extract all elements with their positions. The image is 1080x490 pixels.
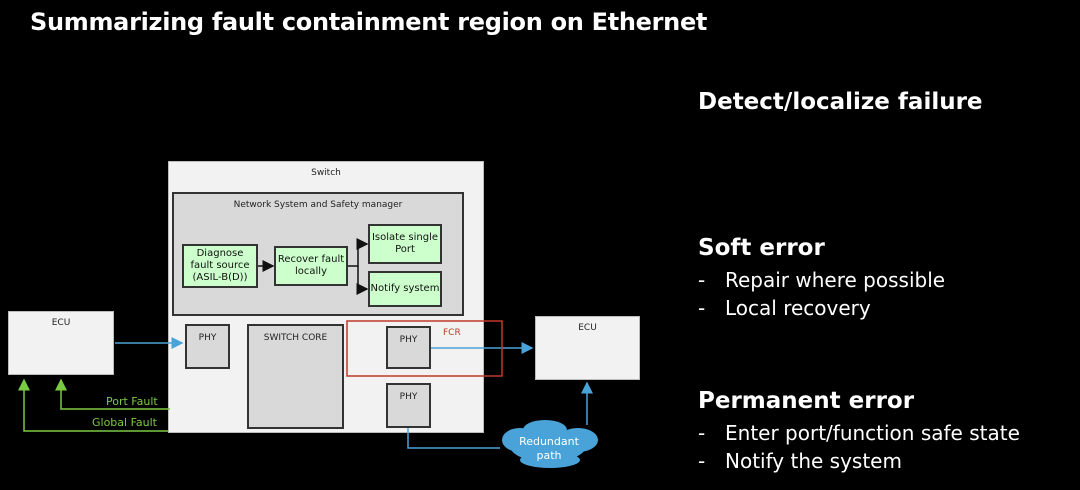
notify-node: Notify system xyxy=(368,271,442,307)
permanent-error-item-text: Notify the system xyxy=(725,449,902,473)
detect-heading: Detect/localize failure xyxy=(698,89,983,115)
phy-redundant-label: PHY xyxy=(399,392,418,402)
phy-redundant: PHY xyxy=(386,383,431,428)
switch-core: SWITCH CORE xyxy=(247,324,344,429)
redundant-link xyxy=(407,428,500,449)
safety-manager-label: Network System and Safety manager xyxy=(233,200,403,210)
permanent-error-item-text: Enter port/function safe state xyxy=(725,421,1020,445)
recover-node: Recover fault locally xyxy=(274,246,348,286)
soft-error-item-text: Repair where possible xyxy=(725,268,946,292)
permanent-error-item: -Enter port/function safe state xyxy=(698,421,1020,445)
permanent-error-item: -Notify the system xyxy=(698,449,902,473)
port-fault-arrow xyxy=(55,378,170,410)
global-fault-label: Global Fault xyxy=(92,416,157,429)
ecu-right: ECU xyxy=(535,316,640,380)
recover-label: Recover fault locally xyxy=(277,254,345,277)
fcr-label: FCR xyxy=(443,328,461,338)
arrow-recover-isolate xyxy=(348,238,369,267)
phy-fcr: PHY xyxy=(386,326,431,369)
phy-fcr-label: PHY xyxy=(399,335,418,345)
ecu-left-label: ECU xyxy=(51,318,71,328)
port-fault-label: Port Fault xyxy=(106,395,158,408)
switch-core-label: SWITCH CORE xyxy=(263,333,328,343)
soft-error-item: -Local recovery xyxy=(698,296,871,320)
soft-error-heading: Soft error xyxy=(698,235,825,261)
diagnose-label: Diagnose fault source (ASIL-B(D)) xyxy=(190,248,250,283)
arrow-recover-notify xyxy=(356,266,369,295)
slide-title: Summarizing fault containment region on … xyxy=(30,8,708,36)
ecu-right-label: ECU xyxy=(578,323,597,333)
isolate-label: Isolate single Port xyxy=(371,232,439,255)
ecu-left: ECU xyxy=(8,311,114,375)
soft-error-item: -Repair where possible xyxy=(698,268,946,292)
notify-label: Notify system xyxy=(370,283,440,294)
redundant-path-cloud xyxy=(502,420,598,468)
fcr-region xyxy=(346,320,503,377)
redundant-path-label: Redundant path xyxy=(519,435,579,462)
phy-left-label: PHY xyxy=(198,333,217,343)
diagnose-node: Diagnose fault source (ASIL-B(D)) xyxy=(182,244,258,288)
soft-error-item-text: Local recovery xyxy=(725,296,871,320)
phy-left: PHY xyxy=(185,324,230,369)
global-fault-arrow xyxy=(18,378,168,432)
isolate-node: Isolate single Port xyxy=(368,224,442,264)
switch-label: Switch xyxy=(311,168,341,178)
permanent-error-heading: Permanent error xyxy=(698,388,915,414)
